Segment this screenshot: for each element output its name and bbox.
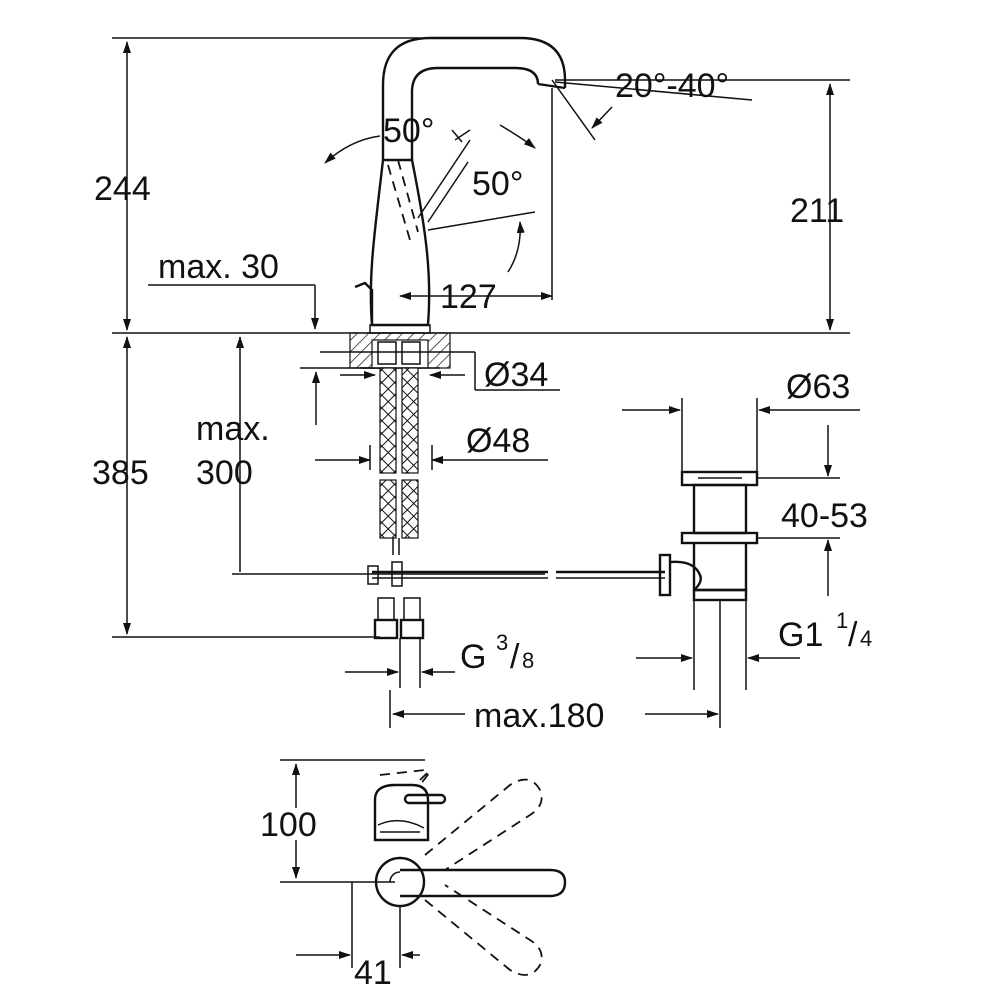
- spout-angle-leader: [551, 79, 596, 141]
- label-211: 211: [790, 192, 844, 230]
- rod-clamp: [658, 553, 672, 597]
- label-41: 41: [354, 954, 392, 992]
- label-g38-den: 8: [522, 648, 534, 673]
- spout-dashed-top: [419, 770, 431, 786]
- mounting-section: [315, 332, 560, 688]
- label-385: 385: [92, 454, 149, 492]
- faucet-top-view: [280, 759, 567, 976]
- spout-outlet: [537, 82, 566, 90]
- faucet-side-view: [112, 36, 850, 334]
- faucet-body: [369, 158, 431, 327]
- connector-left: [377, 597, 395, 621]
- angle-arc-handle: [324, 135, 381, 164]
- pop-up-rod: [354, 281, 374, 325]
- hose-left-lower: [379, 479, 397, 539]
- lever-dashed-up: [424, 778, 543, 871]
- label-max300-b: 300: [196, 454, 253, 492]
- label-244: 244: [94, 170, 151, 208]
- label-g114-num: 1: [836, 608, 848, 633]
- hose-left-upper: [379, 367, 397, 474]
- label-angle-handle: 50°: [383, 112, 434, 150]
- handle-dashed: [387, 159, 419, 241]
- spout-outer: [381, 36, 567, 160]
- label-g38-num: 3: [496, 630, 508, 655]
- hose-right-lower: [401, 479, 419, 539]
- dimension-labels: 244 211 385 max. 30 max. 300 127 50° 50°…: [92, 67, 872, 992]
- label-g38-slash: /: [510, 638, 520, 676]
- waste-body-lower: [692, 543, 748, 592]
- top-body: [373, 783, 430, 842]
- label-g38-main: G: [460, 638, 486, 676]
- label-g114-den: 4: [860, 626, 872, 651]
- top-pin: [403, 793, 447, 805]
- waste-body-upper: [692, 483, 748, 535]
- popup-waste: [367, 398, 860, 728]
- lever-line-2: [427, 161, 469, 223]
- spout-inner: [410, 66, 540, 160]
- label-g114-slash: /: [848, 616, 858, 654]
- lever-line: [417, 139, 471, 219]
- label-d63: Ø63: [786, 368, 850, 406]
- hose-right-upper: [401, 367, 419, 474]
- label-d48: Ø48: [466, 422, 530, 460]
- label-angle-lever: 50°: [472, 165, 523, 203]
- left-dimensions: [112, 37, 545, 638]
- label-127: 127: [440, 278, 497, 316]
- angle-arc-spout: [499, 124, 536, 149]
- angle-arc-lever: [507, 221, 525, 273]
- lever-tick-2: [451, 129, 463, 143]
- lever-tick: [454, 129, 471, 141]
- label-max30: max. 30: [158, 248, 279, 286]
- right-dimensions: [399, 79, 850, 331]
- waste-nut: [680, 531, 759, 545]
- label-d34: Ø34: [484, 356, 548, 394]
- spout-angle-arrow: [591, 106, 613, 129]
- lever-solid: [400, 868, 567, 898]
- label-max300-a: max.: [196, 410, 270, 448]
- label-angle-spout: 20°-40°: [615, 67, 729, 105]
- connector-right: [403, 597, 421, 621]
- label-max180: max.180: [474, 697, 604, 735]
- label-4053: 40-53: [781, 497, 868, 535]
- label-g114-main: G1: [778, 616, 823, 654]
- lever-extended: [427, 211, 536, 231]
- lever-dashed-down: [424, 884, 543, 976]
- label-100: 100: [260, 806, 317, 844]
- spout-angle-line: [554, 81, 753, 101]
